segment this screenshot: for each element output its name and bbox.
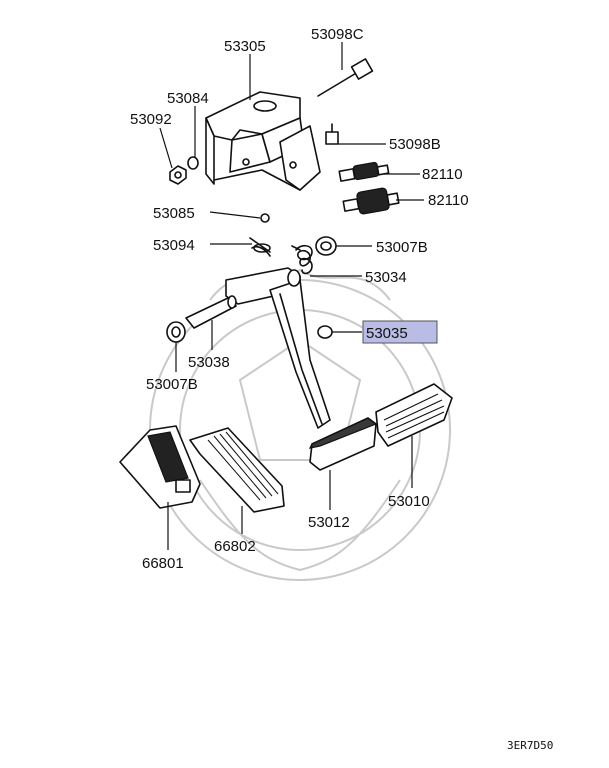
callout-53085[interactable]: 53085 xyxy=(153,205,195,222)
pedal-bracket-part[interactable] xyxy=(205,91,321,191)
callout-53007B-left[interactable]: 53007B xyxy=(146,376,198,393)
clip-part[interactable] xyxy=(260,213,270,223)
diagram-code: 3ER7D50 xyxy=(507,739,553,752)
callout-53035[interactable]: 53035 xyxy=(366,325,408,342)
callout-82110-lower[interactable]: 82110 xyxy=(428,192,469,209)
leader-lines xyxy=(159,42,424,550)
return-spring-part[interactable] xyxy=(291,244,313,275)
nut-part[interactable] xyxy=(169,165,187,185)
left-bushing-part[interactable] xyxy=(166,321,186,343)
callout-53098B[interactable]: 53098B xyxy=(389,136,441,153)
pedal-shaft-part[interactable] xyxy=(185,295,237,329)
clutch-switch-part[interactable] xyxy=(342,187,400,215)
bushing-part[interactable] xyxy=(315,236,337,256)
bolt-part[interactable] xyxy=(317,58,374,97)
spring-pin-part[interactable] xyxy=(249,237,271,257)
callout-53007B-top[interactable]: 53007B xyxy=(376,239,428,256)
callout-highlight xyxy=(362,320,438,344)
callout-82110-upper[interactable]: 82110 xyxy=(422,166,463,183)
small-bolt-part[interactable] xyxy=(325,123,339,145)
pedal-pad-cover-part[interactable] xyxy=(375,383,453,447)
callout-53034[interactable]: 53034 xyxy=(365,269,407,286)
callout-53092[interactable]: 53092 xyxy=(130,111,172,128)
callout-53038[interactable]: 53038 xyxy=(188,354,230,371)
foot-rest-pad-part[interactable] xyxy=(189,427,285,513)
pedal-pad-part[interactable] xyxy=(308,417,378,471)
callout-53098C[interactable]: 53098C xyxy=(311,26,364,43)
callout-53010[interactable]: 53010 xyxy=(388,493,430,510)
callout-66802[interactable]: 66802 xyxy=(214,538,256,555)
pedal-arm-part[interactable] xyxy=(225,267,331,429)
callout-53012[interactable]: 53012 xyxy=(308,514,350,531)
callout-53305[interactable]: 53305 xyxy=(224,38,266,55)
washer-part[interactable] xyxy=(187,156,199,170)
stop-light-switch-part[interactable] xyxy=(338,161,390,182)
callout-53094[interactable]: 53094 xyxy=(153,237,195,254)
stopper-part[interactable] xyxy=(317,325,333,339)
callout-66801[interactable]: 66801 xyxy=(142,555,184,572)
callout-53084[interactable]: 53084 xyxy=(167,90,209,107)
foot-rest-part[interactable] xyxy=(119,425,201,509)
